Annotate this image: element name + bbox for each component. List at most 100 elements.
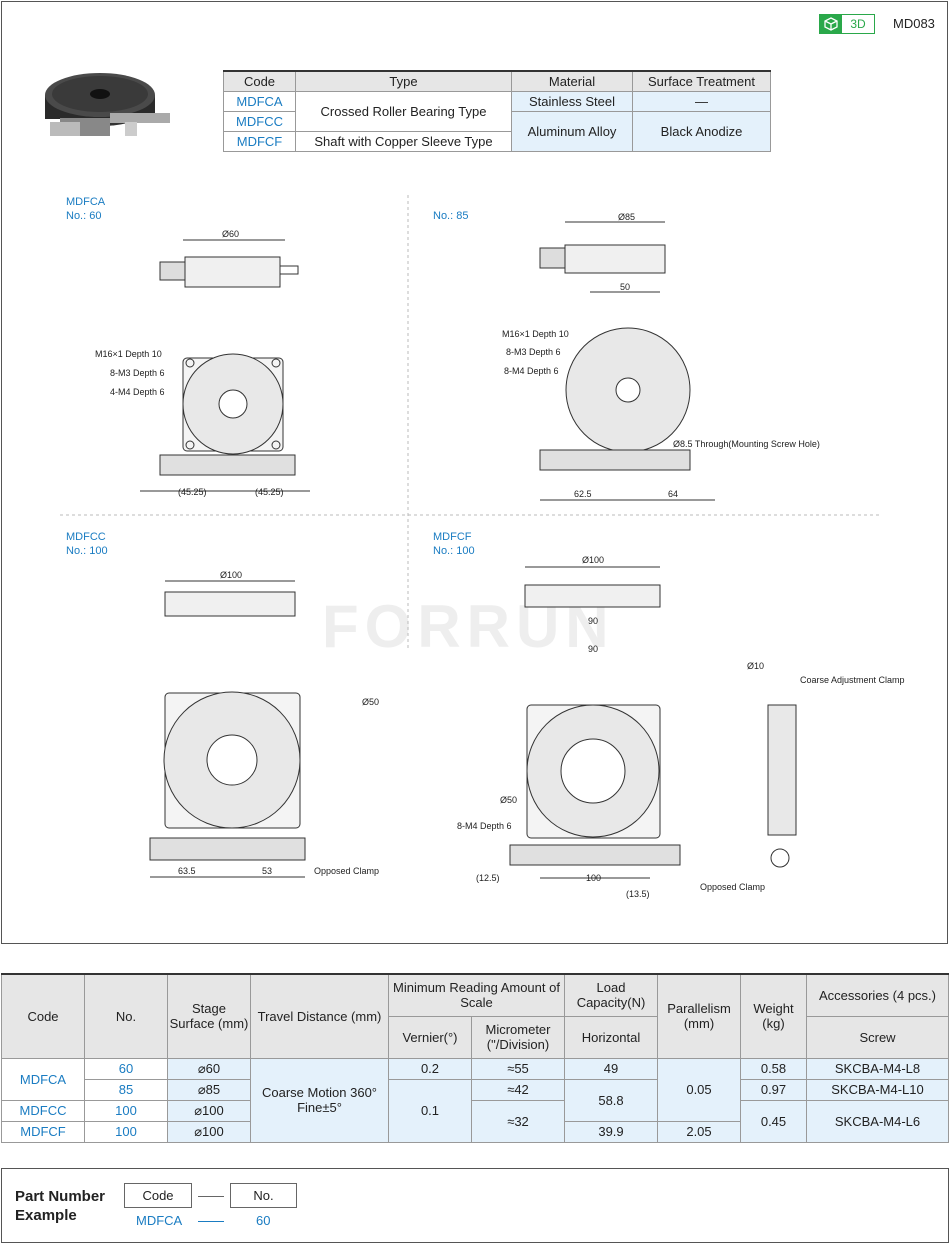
dim: 8-M3 Depth 6 [506, 347, 561, 357]
dim: Coarse Adjustment Clamp [800, 675, 905, 685]
header-code: Code [1, 973, 85, 1059]
surface-cell: — [632, 90, 771, 112]
screw-cell: SKCBA-M4-L8 [806, 1057, 949, 1080]
no-cell: 100 [84, 1120, 168, 1143]
3d-model-button[interactable]: 3D [819, 14, 875, 34]
load-cell: 58.8 [564, 1078, 658, 1122]
code-cell: MDFCF [1, 1120, 85, 1143]
surface-cell: Black Anodize [632, 110, 771, 152]
no-cell: 100 [84, 1099, 168, 1122]
load-cell: 49 [564, 1057, 658, 1080]
vernier-cell: 0.1 [388, 1078, 472, 1143]
screw-cell: SKCBA-M4-L6 [806, 1099, 949, 1143]
drawing-code: MDFCF [433, 531, 472, 543]
header-micrometer: Micrometer ("/Division) [471, 1015, 565, 1059]
drawing-label-85: No.: 85 [433, 209, 468, 223]
drawing-label-mdfcc: MDFCC No.: 100 [66, 530, 108, 558]
no-cell: 60 [84, 1057, 168, 1080]
header-code: Code [223, 70, 296, 92]
dim: Ø10 [747, 661, 764, 671]
drawing-label-mdfcf: MDFCF No.: 100 [433, 530, 475, 558]
dim: Ø85 [618, 212, 635, 222]
code-cell: MDFCA [1, 1057, 85, 1101]
stage-cell: ⌀60 [167, 1057, 251, 1080]
material-cell: Aluminum Alloy [511, 110, 633, 152]
dim: (13.5) [626, 889, 650, 899]
drawing-code: MDFCC [66, 531, 106, 543]
header-screw: Screw [806, 1015, 949, 1059]
dim: 8-M3 Depth 6 [110, 368, 165, 378]
header-type: Type [295, 70, 512, 92]
no-cell: 85 [84, 1078, 168, 1101]
weight-cell: 0.45 [740, 1099, 807, 1143]
3d-label: 3D [850, 17, 866, 31]
part-number-title: Part Number Example [15, 1188, 106, 1224]
header-travel: Travel Distance (mm) [250, 973, 389, 1059]
dim: 8-M4 Depth 6 [457, 821, 512, 831]
code-cell: MDFCF [223, 130, 296, 152]
part-number-example: Part Number Example Code No. MDFCA 60 [1, 1168, 949, 1243]
code-box: Code [124, 1183, 192, 1208]
drawing-label-mdfca: MDFCA No.: 60 [66, 195, 105, 223]
dim: 53 [262, 866, 272, 876]
dim: (45.25) [178, 487, 207, 497]
weight-cell: 0.58 [740, 1057, 807, 1080]
header-min-reading: Minimum Reading Amount of Scale [388, 973, 565, 1017]
code-cell: MDFCA [223, 90, 296, 112]
vernier-cell: 0.2 [388, 1057, 472, 1080]
code-value: MDFCA [136, 1213, 183, 1228]
dim: Opposed Clamp [700, 882, 765, 892]
no-box: No. [230, 1183, 297, 1208]
header-load: Load Capacity(N) [564, 973, 658, 1017]
dim: Ø50 [500, 795, 517, 805]
type-cell: Crossed Roller Bearing Type [295, 90, 512, 132]
dim: Ø100 [582, 555, 604, 565]
dim: 50 [620, 282, 630, 292]
micrometer-cell: ≈55 [471, 1057, 565, 1080]
parallelism-cell: 2.05 [657, 1120, 741, 1143]
parallelism-cell: 0.05 [657, 1057, 741, 1122]
header-accessories: Accessories (4 pcs.) [806, 973, 949, 1017]
header-stage: Stage Surface (mm) [167, 973, 251, 1059]
dim: M16×1 Depth 10 [95, 349, 162, 359]
dim: (12.5) [476, 873, 500, 883]
code-cell: MDFCC [223, 110, 296, 132]
header-surface: Surface Treatment [632, 70, 771, 92]
code-cell: MDFCC [1, 1099, 85, 1122]
dim: 64 [668, 489, 678, 499]
drawing-no: No.: 85 [433, 210, 469, 222]
micrometer-cell: ≈32 [471, 1099, 565, 1143]
load-cell: 39.9 [564, 1120, 658, 1143]
material-table: Code Type Material Surface Treatment MDF… [223, 70, 771, 152]
stage-cell: ⌀100 [167, 1099, 251, 1122]
drawing-no: No.: 100 [433, 545, 475, 557]
dim: 8-M4 Depth 6 [504, 366, 559, 376]
dim: 63.5 [178, 866, 196, 876]
product-photo [45, 73, 170, 136]
dim: 62.5 [574, 489, 592, 499]
dim: Ø8.5 Through(Mounting Screw Hole) [673, 439, 820, 449]
travel-cell: Coarse Motion 360° Fine±5° [250, 1057, 389, 1143]
stage-cell: ⌀100 [167, 1120, 251, 1143]
dim: Ø50 [362, 697, 379, 707]
dim: 90 [588, 616, 598, 626]
technical-drawings: Ø60 Ø85 50 (45.25) (45.25) 62.5 64 Ø100 … [60, 195, 905, 899]
dim: 100 [586, 873, 601, 883]
header-parallelism: Parallelism (mm) [657, 973, 741, 1059]
screw-cell: SKCBA-M4-L10 [806, 1078, 949, 1101]
stage-cell: ⌀85 [167, 1078, 251, 1101]
weight-cell: 0.97 [740, 1078, 807, 1101]
header-vernier: Vernier(°) [388, 1015, 472, 1059]
drawing-frame [1, 1, 948, 944]
part-code: MD083 [893, 16, 935, 31]
dim: 90 [588, 644, 598, 654]
dim: Opposed Clamp [314, 866, 379, 876]
drawing-no: No.: 100 [66, 545, 108, 557]
dim: Ø60 [222, 229, 239, 239]
drawing-code: MDFCA [66, 196, 106, 208]
no-value: 60 [256, 1213, 271, 1228]
drawing-no: No.: 60 [66, 210, 102, 222]
header-weight: Weight (kg) [740, 973, 807, 1059]
header-horizontal: Horizontal [564, 1015, 658, 1059]
type-cell: Shaft with Copper Sleeve Type [295, 130, 512, 152]
